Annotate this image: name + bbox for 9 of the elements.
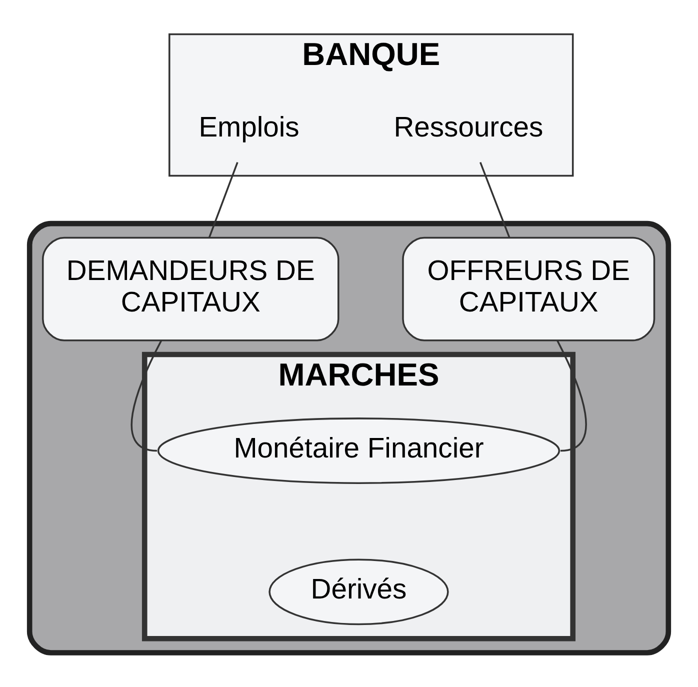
node-text: Emplois: [198, 110, 300, 143]
cluster: [26, 220, 672, 656]
node-ellipse: Dérivés: [268, 558, 449, 626]
node-text: Ressources: [394, 110, 544, 143]
connector: [556, 340, 587, 452]
node-box: DEMANDEURS DE CAPITAUX: [42, 236, 340, 342]
node-box: OFFREURS DE CAPITAUX: [402, 236, 656, 342]
node-ellipse: Monétaire Financier: [157, 418, 560, 484]
connector: [130, 340, 162, 452]
